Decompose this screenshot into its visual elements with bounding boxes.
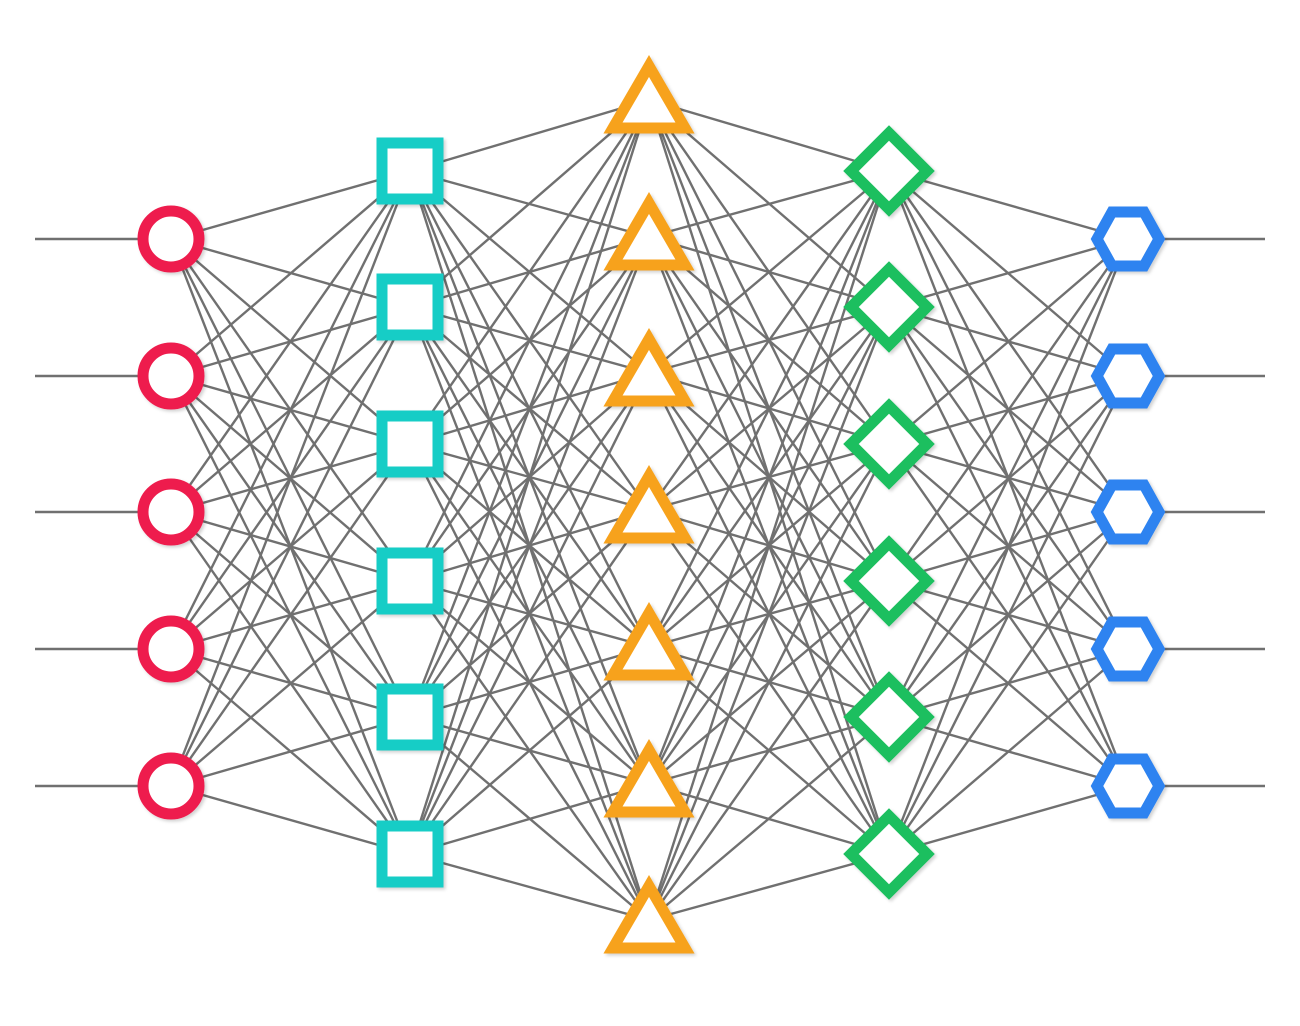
connection-edge (170, 784, 411, 856)
connection-edge (648, 170, 890, 511)
hexagon-node (1090, 616, 1166, 682)
connection-edge (888, 511, 1129, 855)
connection-edge (648, 170, 890, 374)
connection-edge (648, 98, 890, 173)
connection-edge (887, 375, 1130, 855)
connection-edge (169, 170, 412, 787)
hexagon-node (1090, 343, 1166, 409)
connection-edge (647, 306, 891, 921)
connection-edge (170, 580, 411, 787)
connection-edge (170, 443, 411, 787)
diamond-node (843, 808, 935, 900)
hexagon-node (1090, 206, 1166, 272)
triangle-node (603, 602, 695, 681)
square-node (376, 137, 444, 205)
triangle-node (603, 192, 695, 271)
square-node (376, 820, 444, 888)
triangle-node (603, 328, 695, 407)
diamond-node (843, 535, 935, 627)
connection-edge (888, 238, 1129, 445)
square-node (376, 273, 444, 341)
connection-edge (409, 99, 650, 445)
connection-edge (409, 509, 650, 855)
circle-node (137, 478, 205, 546)
connection-edge (647, 170, 891, 785)
circle-node (137, 615, 205, 683)
connection-edge (408, 99, 651, 582)
circle-node (137, 342, 205, 410)
connection-edge (888, 238, 1129, 582)
connection-edge (409, 99, 650, 308)
diamond-node (843, 125, 935, 217)
connection-edge (648, 852, 890, 922)
connection-edge (409, 782, 650, 856)
connection-edge (408, 372, 651, 855)
connection-edge (887, 238, 1130, 855)
triangle-node (603, 55, 695, 134)
connection-edge (408, 99, 651, 718)
connections (169, 98, 1130, 922)
connection-edge (647, 170, 891, 648)
connection-edge (170, 715, 411, 788)
nodes (137, 55, 1166, 954)
triangle-node (603, 875, 695, 954)
connection-edge (647, 443, 891, 921)
connection-edge (648, 580, 890, 921)
hexagon-node (1090, 753, 1166, 819)
connection-edge (888, 237, 1129, 309)
diamond-node (843, 398, 935, 490)
connection-edge (169, 170, 412, 650)
connection-edge (169, 306, 412, 787)
connection-edge (648, 716, 890, 921)
connection-edge (648, 169, 890, 239)
connection-edge (409, 852, 650, 922)
connection-edge (170, 170, 411, 513)
triangle-node (603, 739, 695, 818)
connection-edge (888, 784, 1129, 856)
diamond-node (843, 671, 935, 763)
connection-edge (409, 98, 650, 173)
circle-node (137, 205, 205, 273)
triangle-node (603, 465, 695, 544)
connection-edge (408, 236, 651, 855)
connection-edge (409, 646, 650, 855)
square-node (376, 410, 444, 478)
connection-edge (647, 170, 891, 921)
connection-edge (888, 648, 1129, 855)
diamond-node (843, 261, 935, 353)
connection-edge (888, 169, 1129, 241)
connection-edge (170, 170, 411, 377)
square-node (376, 683, 444, 751)
connection-edge (170, 169, 411, 241)
hexagon-node (1090, 479, 1166, 545)
connection-edge (408, 99, 651, 855)
square-node (376, 547, 444, 615)
connection-edge (887, 238, 1130, 718)
circle-node (137, 752, 205, 820)
